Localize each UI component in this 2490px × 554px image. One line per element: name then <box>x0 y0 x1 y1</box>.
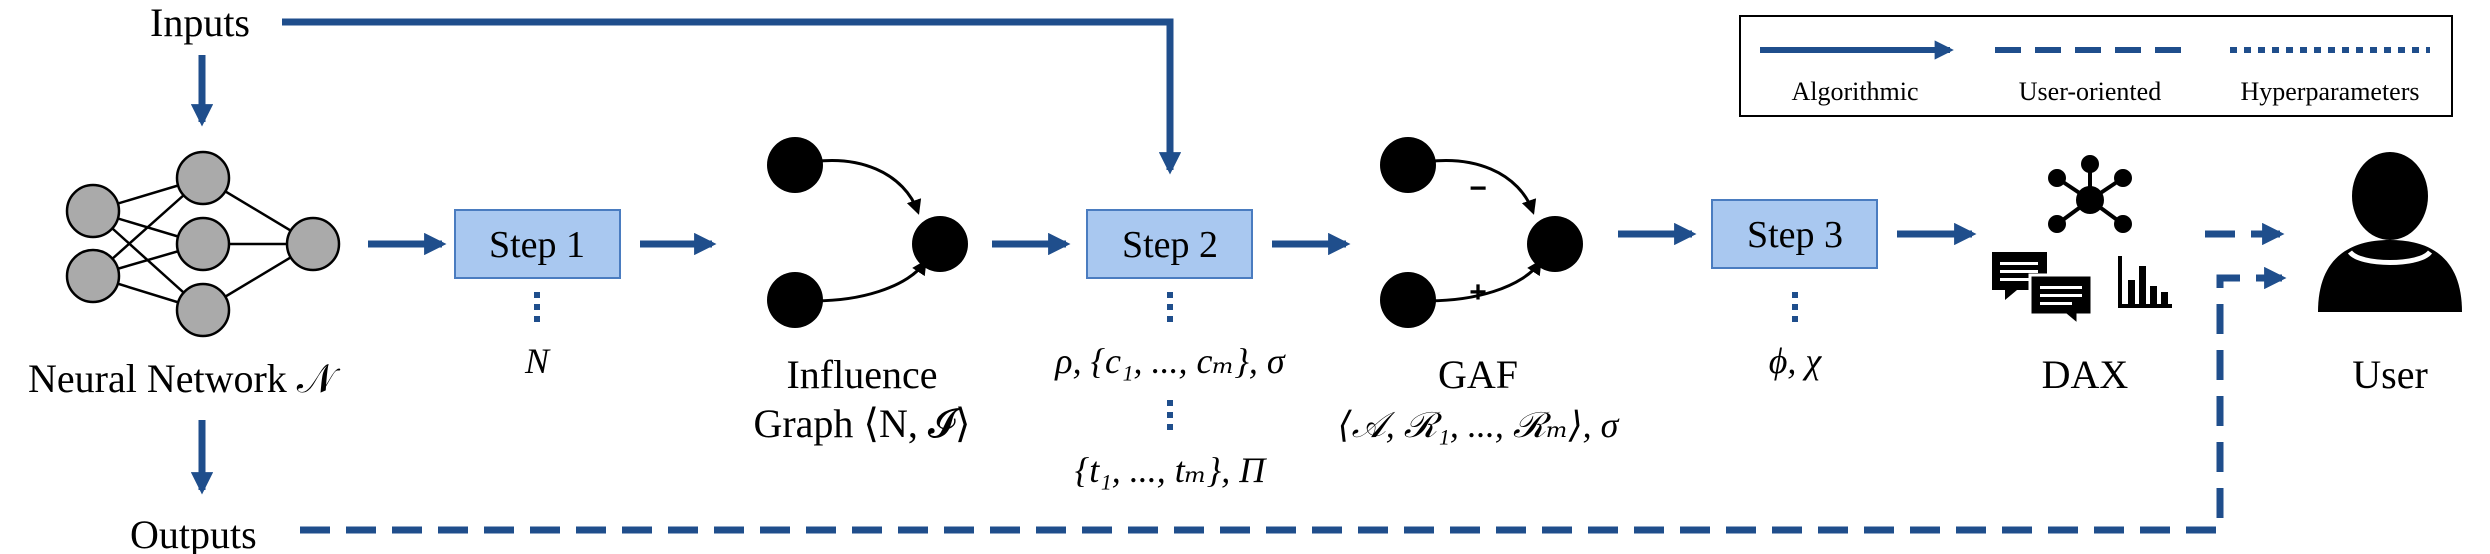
step2-hyperparam-a: ρ, {c₁, ..., cₘ}, σ <box>1054 341 1286 381</box>
legend-hyperparameters-label: Hyperparameters <box>2240 77 2419 106</box>
gaf-math-label: ⟨𝒜, ℛ₁, ..., ℛₘ⟩, σ <box>1338 405 1620 445</box>
gaf-support-sign: + <box>1469 276 1487 309</box>
legend: Algorithmic User-oriented Hyperparameter… <box>1739 15 2453 117</box>
gaf-graph-icon <box>1380 137 1583 328</box>
user-label: User <box>2352 352 2428 397</box>
step1-box <box>454 209 621 279</box>
gaf-label: GAF <box>1438 352 1518 397</box>
influence-label-line2: Graph ⟨N, 𝓘⟩ <box>753 401 970 446</box>
chat-icon <box>1992 252 2094 329</box>
user-icon <box>2318 152 2462 312</box>
inputs-to-step2-arrow <box>282 18 1182 175</box>
outputs-to-user-arrow <box>300 266 2287 534</box>
step2-box <box>1086 209 1253 279</box>
step3-hyperparam: ϕ, χ <box>1769 341 1823 381</box>
step1-hyperparam: N <box>524 341 551 381</box>
dax-label: DAX <box>2042 352 2129 397</box>
neural-network-label: Neural Network 𝒩 <box>28 356 341 401</box>
gaf-attack-sign: − <box>1469 172 1487 205</box>
legend-box <box>1739 15 2453 117</box>
step2-label: Step 2 <box>1122 224 1218 266</box>
network-icon <box>2048 155 2132 233</box>
legend-algorithmic-label: Algorithmic <box>1791 77 1918 106</box>
step3-label: Step 3 <box>1747 214 1843 256</box>
neural-network-icon <box>65 150 341 338</box>
graph-icon <box>767 137 968 328</box>
step2-hyperparam-b: {t₁, ..., tₘ}, Π <box>1075 450 1267 490</box>
legend-user-oriented-label: User-oriented <box>2019 77 2161 106</box>
inputs-label: Inputs <box>150 0 250 45</box>
step3-box <box>1711 199 1878 269</box>
outputs-label: Outputs <box>130 512 257 554</box>
influence-label-line1: Influence <box>786 352 937 397</box>
step1-label: Step 1 <box>489 224 585 266</box>
bar-chart-icon <box>2118 256 2172 308</box>
